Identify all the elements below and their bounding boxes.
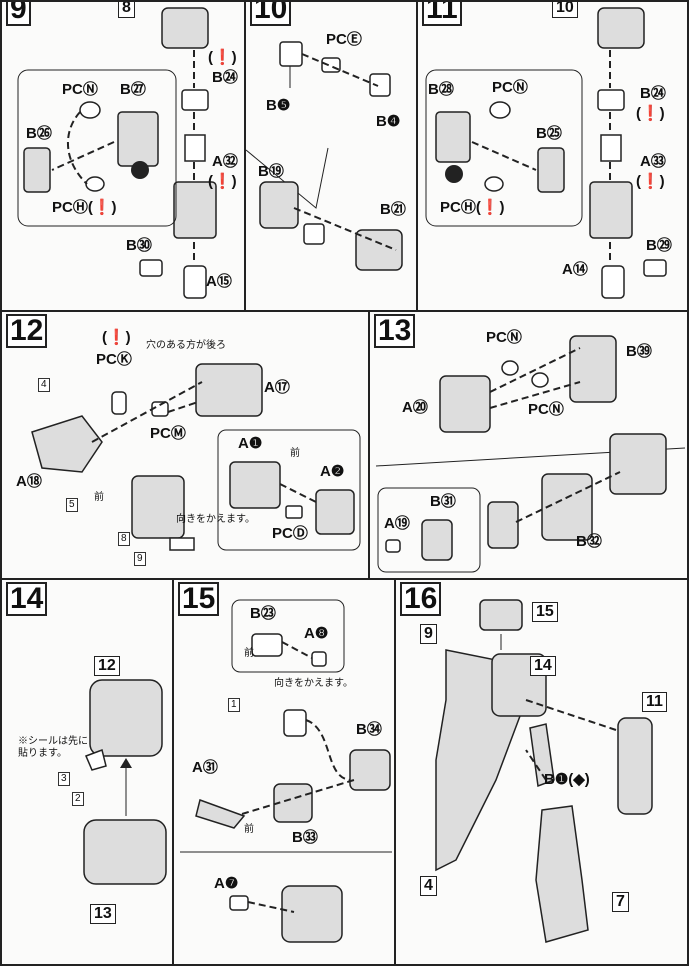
label-front-1: 前 xyxy=(290,448,300,459)
label-b24: B㉔ xyxy=(640,85,666,102)
label-b5: B❺ xyxy=(266,97,291,114)
sticker-3: 3 xyxy=(58,772,70,786)
step-number: 9 xyxy=(6,2,31,26)
label-a33: A㉝ xyxy=(640,153,666,170)
sticker-9: 9 xyxy=(134,552,146,566)
label-pcn: PCⓃ xyxy=(492,79,528,96)
label-b4: B❹ xyxy=(376,113,401,130)
label-b21: B㉑ xyxy=(380,201,406,218)
step-number: 10 xyxy=(250,2,292,26)
ref-step-13: 13 xyxy=(90,904,116,924)
label-b33: B㉝ xyxy=(292,829,318,846)
step-11-panel: 11 10 PCⓃ B㉘ B㉕ PCⒽ(❗) B㉔ (❗) A㉝ (❗ xyxy=(416,0,689,312)
step-10-panel: 10 PCⒺ B❺ B❹ B⑲ B㉑ xyxy=(244,0,418,312)
step-number: 11 xyxy=(422,2,462,26)
label-a20: A⑳ xyxy=(402,399,428,416)
step-number: 14 xyxy=(6,582,48,616)
label-b1: B❶(◆) xyxy=(544,771,590,788)
step-9-panel: 9 8 PCⓃ B㉗ B㉖ PCⒽ(❗) B㉔ (❗) A㉜ xyxy=(0,0,246,312)
ref-step-10: 10 xyxy=(552,2,578,18)
label-b39: B㊴ xyxy=(626,343,652,360)
sticker-8: 8 xyxy=(118,532,130,546)
label-b25: B㉕ xyxy=(536,125,562,142)
sticker-2: 2 xyxy=(72,792,84,806)
label-b27: B㉗ xyxy=(120,81,146,98)
ref-step-11: 11 xyxy=(642,692,667,712)
label-a17: A⑰ xyxy=(264,379,290,396)
label-a8: A❽ xyxy=(304,625,329,642)
step-10-diagram xyxy=(246,41,403,271)
label-b28: B㉘ xyxy=(428,81,454,98)
note-sticker-first: ※シールは先に貼ります。 xyxy=(18,736,88,759)
step-14-panel: 14 12 13 ※シールは先に貼ります。 3 2 xyxy=(0,578,174,966)
label-warn2: (❗) xyxy=(636,173,665,190)
sticker-1: 1 xyxy=(228,698,240,712)
label-a7: A❼ xyxy=(214,875,239,892)
step-16-diagram xyxy=(435,599,653,943)
note-hole-back: 穴のある方が後ろ xyxy=(146,340,226,351)
step-number: 15 xyxy=(178,582,220,616)
label-pch: PCⒽ(❗) xyxy=(440,199,505,216)
label-front-2: 前 xyxy=(244,824,254,835)
sticker-4: 4 xyxy=(38,378,50,392)
ref-step-8: 8 xyxy=(118,2,135,18)
label-a2: A❷ xyxy=(320,463,345,480)
ref-step-12: 12 xyxy=(94,656,120,676)
label-pck: PCⓀ xyxy=(96,351,132,368)
step-14-diagram xyxy=(83,679,167,885)
label-b32: B㉜ xyxy=(576,533,602,550)
label-a19: A⑲ xyxy=(384,515,410,532)
label-b26: B㉖ xyxy=(26,125,52,142)
label-b19: B⑲ xyxy=(258,163,284,180)
ref-step-9: 9 xyxy=(420,624,437,644)
label-a31: A㉛ xyxy=(192,759,218,776)
label-pcm: PCⓂ xyxy=(150,425,186,442)
ref-step-4: 4 xyxy=(420,876,437,896)
label-b30: B㉚ xyxy=(126,237,152,254)
label-front-2: 前 xyxy=(94,492,104,503)
ref-step-7: 7 xyxy=(612,892,629,912)
label-b31: B㉛ xyxy=(430,493,456,510)
label-a32: A㉜ xyxy=(212,153,238,170)
label-a14: A⑭ xyxy=(562,261,588,278)
label-front-1: 前 xyxy=(244,648,254,659)
label-a18: A⑱ xyxy=(16,473,42,490)
label-pch: PCⒽ(❗) xyxy=(52,199,117,216)
label-warn2: (❗) xyxy=(208,173,237,190)
step-13-diagram xyxy=(375,335,686,573)
step-12-diagram xyxy=(31,363,361,551)
step-9-diagram xyxy=(17,7,217,299)
ref-step-15: 15 xyxy=(532,602,558,622)
step-13-panel: 13 PCⓃ B㊴ A⑳ PCⓃ B㉛ A⑲ B㉜ xyxy=(368,310,689,580)
sticker-5: 5 xyxy=(66,498,78,512)
ref-step-14: 14 xyxy=(530,656,556,676)
step-15-panel: 15 B㉓ A❽ 前 向きをかえます。 B㉞ A㉛ B㉝ 前 A❼ 1 xyxy=(172,578,396,966)
label-warn1: (❗) xyxy=(208,49,237,66)
label-pcn-top: PCⓃ xyxy=(486,329,522,346)
label-b24: B㉔ xyxy=(212,69,238,86)
label-pcn: PCⓃ xyxy=(62,81,98,98)
label-pce: PCⒺ xyxy=(326,31,362,48)
step-number: 16 xyxy=(400,582,442,616)
step-16-panel: 16 15 9 14 11 4 7 B❶(◆) xyxy=(394,578,689,966)
note-turn: 向きをかえます。 xyxy=(176,514,255,525)
label-b34: B㉞ xyxy=(356,721,382,738)
step-15-diagram xyxy=(180,599,392,943)
note-turn: 向きをかえます。 xyxy=(274,678,353,689)
step-number: 12 xyxy=(6,314,48,348)
label-warn: (❗) xyxy=(102,329,131,346)
label-pcn-bottom: PCⓃ xyxy=(528,401,564,418)
label-a1: A❶ xyxy=(238,435,263,452)
step-12-panel: 12 (❗) 穴のある方が後ろ PCⓀ A⑰ PCⓂ A⑱ A❶ A❷ PCⒹ … xyxy=(0,310,370,580)
label-b29: B㉙ xyxy=(646,237,672,254)
label-pcd: PCⒹ xyxy=(272,525,308,542)
label-warn1: (❗) xyxy=(636,105,665,122)
label-b23: B㉓ xyxy=(250,605,276,622)
step-number: 13 xyxy=(374,314,416,348)
label-a15: A⑮ xyxy=(206,273,232,290)
step-11-diagram xyxy=(425,7,667,299)
